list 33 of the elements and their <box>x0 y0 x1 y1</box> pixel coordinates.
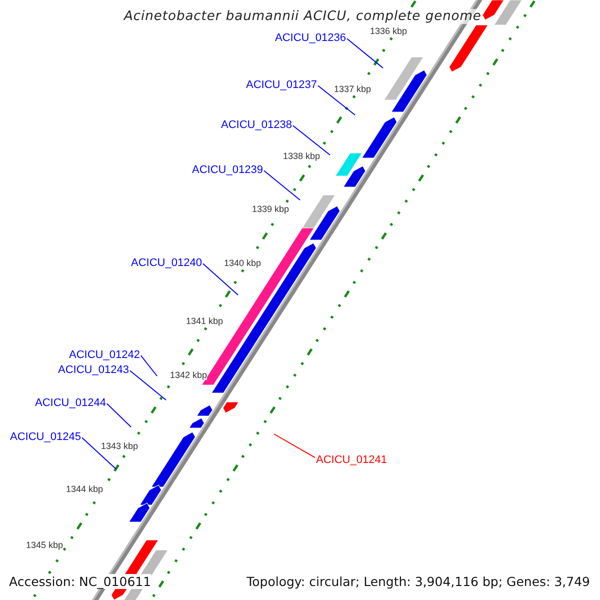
gene-label: ACICU_01240 <box>131 257 202 269</box>
leader-line <box>263 170 300 200</box>
leader-line <box>140 355 158 376</box>
tick-label: 1340 kbp <box>224 258 262 268</box>
gene-label: ACICU_01241 <box>316 454 387 466</box>
tick-label: 1336 kbp <box>370 26 408 36</box>
accession-text: Accession: NC_010611 <box>9 574 152 589</box>
tick-label: 1343 kbp <box>101 441 138 451</box>
gene-label: ACICU_01238 <box>221 119 292 131</box>
leader-line <box>106 403 132 428</box>
leader-line <box>292 125 330 156</box>
tick-label: 1337 kbp <box>334 84 372 94</box>
genome-info-text: Topology: circular; Length: 3,904,116 bp; Genes: 3,749 <box>246 574 590 589</box>
tick-label: 1341 kbp <box>186 316 224 326</box>
map-title: Acinetobacter baumannii ACICU, complete genome <box>124 9 482 24</box>
gene-label: ACICU_01239 <box>192 164 263 176</box>
leader-line <box>274 434 316 458</box>
gene-label: ACICU_01245 <box>10 431 81 443</box>
tick-label: 1345 kbp <box>26 540 64 550</box>
leader-line <box>202 263 238 296</box>
gene-label: ACICU_01243 <box>58 364 129 376</box>
gene-label: ACICU_01236 <box>275 32 346 44</box>
gene-label: ACICU_01244 <box>35 397 106 409</box>
tick-label: 1342 kbp <box>170 370 208 380</box>
tick-label: 1338 kbp <box>283 151 320 161</box>
leader-line <box>129 370 166 400</box>
leader-line <box>346 38 384 68</box>
leader-line <box>81 437 116 470</box>
leader-line <box>317 85 356 116</box>
tick-label: 1339 kbp <box>252 204 290 214</box>
gene-label: ACICU_01237 <box>246 79 317 91</box>
gene-label: ACICU_01242 <box>69 349 140 361</box>
tick-label: 1344 kbp <box>66 484 104 494</box>
